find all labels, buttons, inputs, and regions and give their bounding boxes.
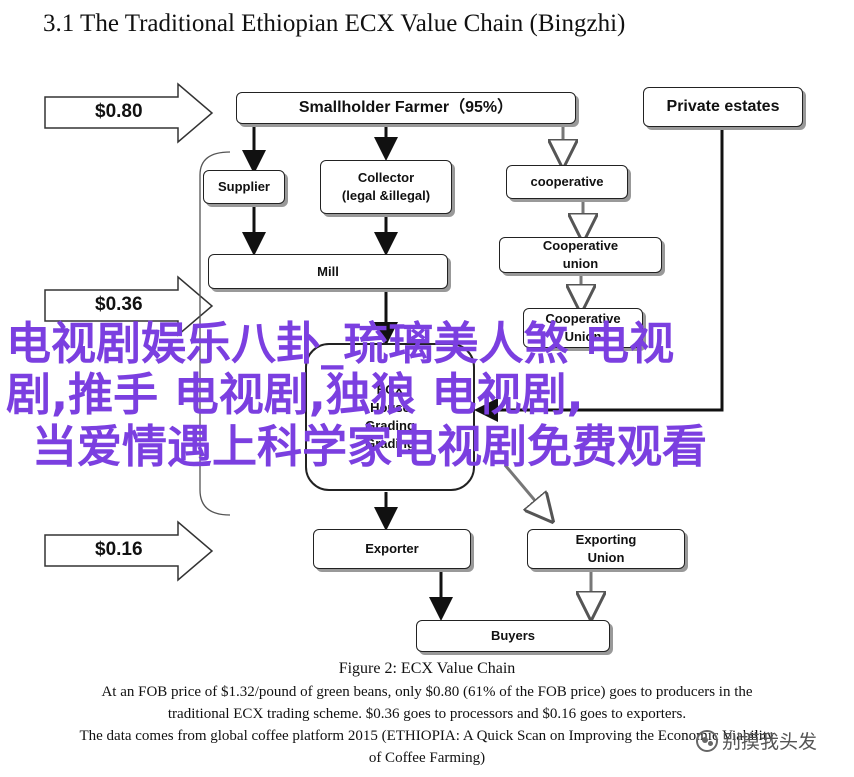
node-cooperative: cooperative: [506, 165, 628, 199]
figure-caption-line-3: The data comes from global coffee platfo…: [79, 728, 775, 744]
price-arrow-middle: [44, 275, 214, 337]
arrow-ecx-exportunion: [503, 464, 548, 516]
figure-caption-title: Figure 2: ECX Value Chain: [338, 660, 516, 677]
price-bottom-label: $0.16: [95, 539, 143, 560]
price-middle-label: $0.36: [95, 294, 143, 315]
watermark-text: 别摸我头发: [722, 732, 818, 753]
overlay-line-1: 电视剧娱乐八卦_琉璃美人煞 电视: [6, 317, 675, 370]
figure-caption-line-4: of Coffee Farming): [368, 750, 486, 766]
figure-caption-line-1: At an FOB price of $1.32/pound of green …: [101, 684, 753, 700]
node-exporting-union: Exporting Union: [527, 529, 685, 569]
watermark: 别摸我头发: [696, 727, 817, 754]
node-supplier: Supplier: [203, 170, 285, 204]
node-mill: Mill: [208, 254, 448, 289]
price-arrow-top: [44, 82, 214, 144]
node-ecx: ECX House Grading Grading: [305, 343, 475, 491]
node-cooperative-union-2: Cooperative Union: [523, 308, 643, 348]
price-arrow-bottom: [44, 520, 214, 582]
node-smallholder-farmer: Smallholder Farmer（95%）: [236, 92, 576, 124]
node-private-estates: Private estates: [643, 87, 803, 127]
arrow-private-ecx: [474, 127, 724, 422]
overlay-line-2: 剧,推手 电视剧,独狼 电视剧,: [6, 368, 584, 421]
node-cooperative-union: Cooperative union: [499, 237, 662, 273]
node-buyers: Buyers: [416, 620, 610, 652]
wechat-icon: [696, 729, 718, 752]
node-exporter: Exporter: [313, 529, 471, 569]
price-top-label: $0.80: [95, 101, 143, 122]
overlay-line-3: 当爱情遇上科学家电视剧免费观看: [32, 420, 708, 473]
section-title: 3.1 The Traditional Ethiopian ECX Value …: [43, 10, 626, 37]
node-collector: Collector (legal &illegal): [320, 160, 452, 214]
figure-caption-line-2: traditional ECX trading scheme. $0.36 go…: [167, 706, 687, 722]
left-brace: [199, 151, 231, 516]
